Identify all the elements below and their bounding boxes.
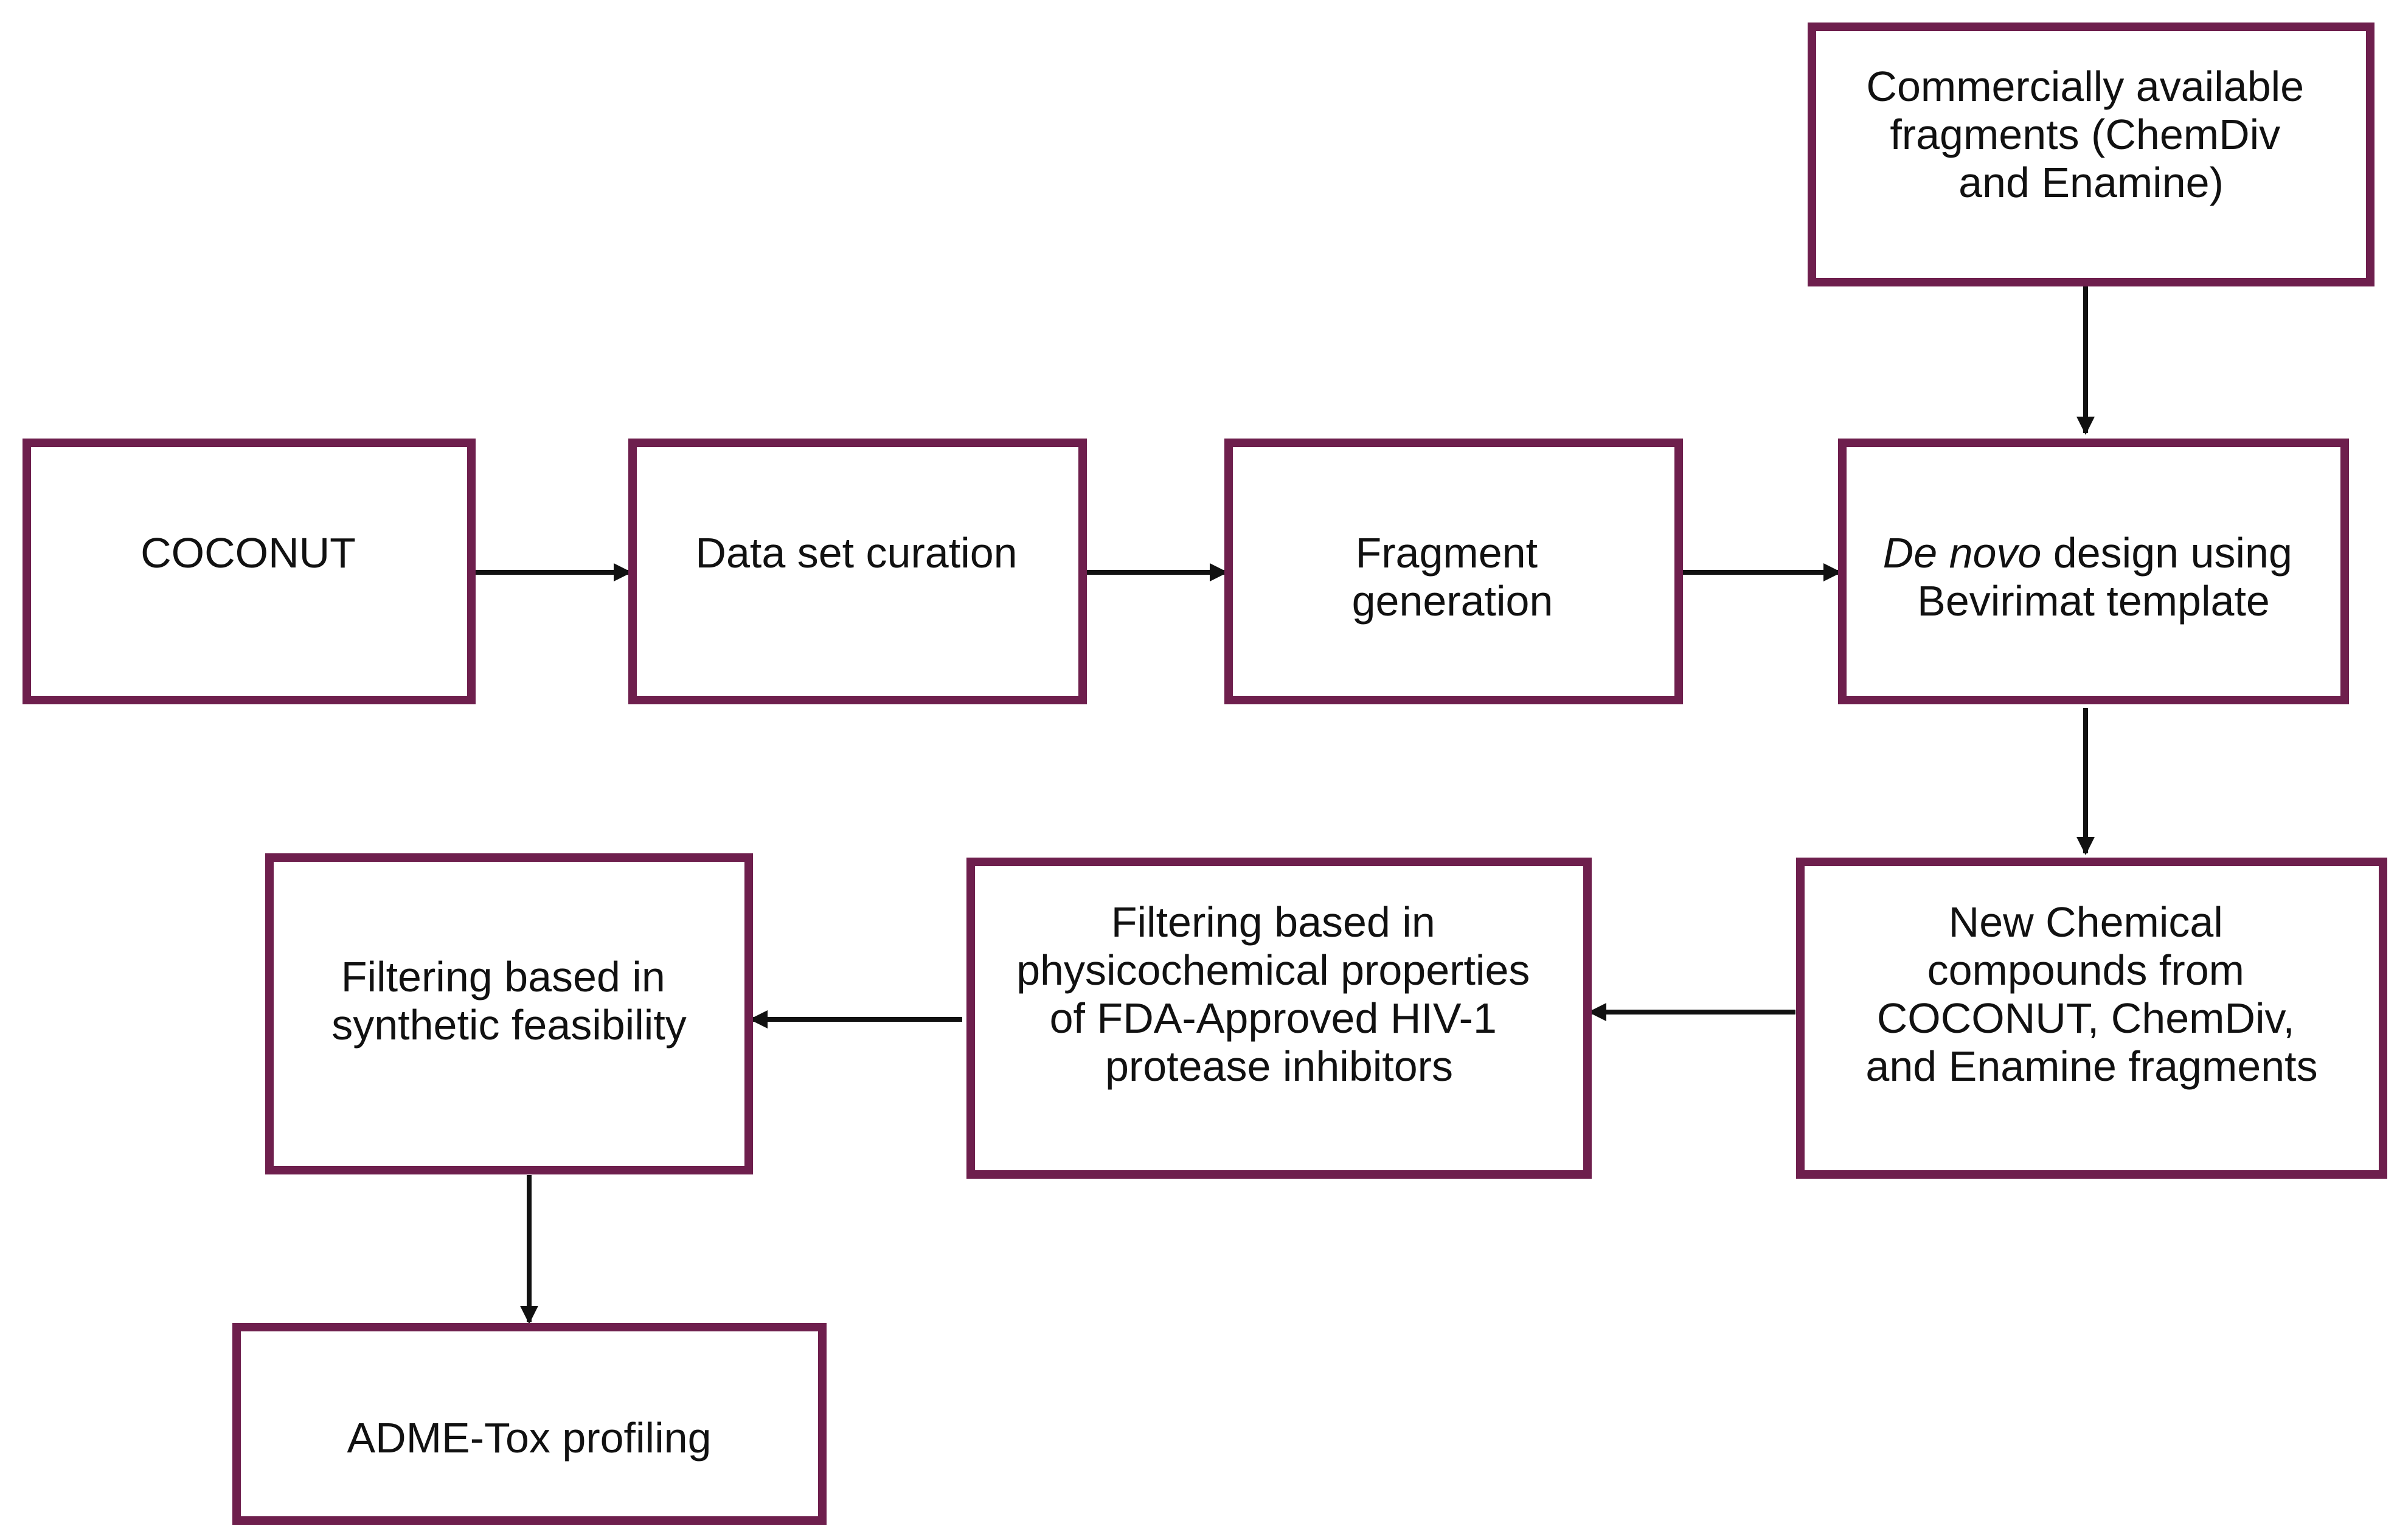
- node-new-chemical-compounds: New Chemical compounds from COCONUT, Che…: [1796, 858, 2387, 1179]
- node-fragment-generation-label: Fragment generation: [1352, 529, 1553, 625]
- node-commercial-fragments-label: Commercially available fragments (ChemDi…: [1866, 63, 2315, 206]
- node-coconut: COCONUT: [23, 439, 476, 704]
- node-de-novo-design: De novo design using Bevirimat template: [1838, 439, 2349, 704]
- node-adme-tox-profiling: ADME-Tox profiling: [232, 1323, 827, 1525]
- node-adme-tox-profiling-label: ADME-Tox profiling: [347, 1414, 711, 1462]
- node-physicochemical-filtering: Filtering based in physicochemical prope…: [966, 858, 1592, 1179]
- node-fragment-generation: Fragment generation: [1224, 439, 1683, 704]
- node-synthetic-feasibility-filtering-label: Filtering based in synthetic feasibility: [331, 953, 687, 1049]
- node-data-set-curation-label: Data set curation: [695, 529, 1017, 577]
- node-commercial-fragments: Commercially available fragments (ChemDi…: [1808, 23, 2374, 286]
- node-physicochemical-filtering-label: Filtering based in physicochemical prope…: [1016, 898, 1542, 1090]
- edges: [471, 286, 2095, 1324]
- node-coconut-label: COCONUT: [140, 529, 356, 577]
- node-de-novo-design-label: De novo design using Bevirimat template: [1883, 529, 2305, 625]
- node-new-chemical-compounds-label: New Chemical compounds from COCONUT, Che…: [1865, 898, 2317, 1090]
- node-synthetic-feasibility-filtering: Filtering based in synthetic feasibility: [265, 853, 753, 1174]
- node-data-set-curation: Data set curation: [628, 439, 1087, 704]
- nodes: Commercially available fragments (ChemDi…: [23, 23, 2387, 1525]
